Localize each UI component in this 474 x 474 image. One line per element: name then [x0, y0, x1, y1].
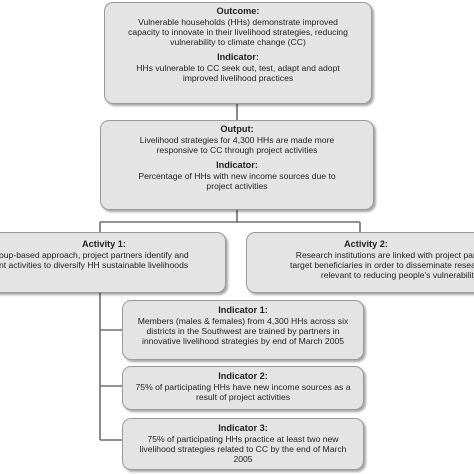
activity1-title: Activity 1: — [82, 239, 126, 249]
output-indicator-text: Percentage of HHs with new income source… — [138, 171, 336, 192]
indicator1-box: Indicator 1: Members (males & females) f… — [122, 300, 364, 360]
indicator3-text: 75% of participating HHs practice at lea… — [139, 433, 347, 465]
outcome-title: Outcome: — [216, 6, 260, 16]
activity2-text: Research institutions are linked with pr… — [290, 249, 474, 281]
output-indicator-title: Indicator: — [216, 160, 258, 171]
indicator1-title: Indicator 1: — [218, 305, 268, 315]
indicator2-box: Indicator 2: 75% of participating HHs ha… — [122, 366, 364, 410]
activity2-box: Activity 2: Research institutions are li… — [246, 232, 474, 293]
indicator2-text: 75% of participating HHs have new income… — [135, 381, 351, 402]
output-title: Output: — [220, 124, 254, 134]
indicator1-text: Members (males & females) from 4,300 HHs… — [137, 315, 349, 347]
activity2-title: Activity 2: — [344, 239, 388, 249]
outcome-indicator-text: HHs vulnerable to CC seek out, test, ada… — [136, 63, 340, 84]
outcome-text: Vulnerable households (HHs) demonstrate … — [128, 16, 348, 48]
activity1-text: oup-based approach, project partners ide… — [0, 249, 189, 270]
indicator3-box: Indicator 3: 75% of participating HHs pr… — [122, 418, 364, 470]
output-box: Output: Livelihood strategies for 4,300 … — [100, 120, 374, 210]
indicator3-title: Indicator 3: — [218, 423, 268, 433]
outcome-box: Outcome: Vulnerable households (HHs) dem… — [104, 2, 372, 104]
indicator2-title: Indicator 2: — [218, 371, 268, 381]
output-text: Livelihood strategies for 4,300 HHs are … — [139, 134, 335, 155]
outcome-indicator-title: Indicator: — [217, 52, 259, 63]
activity1-box: Activity 1: oup-based approach, project … — [0, 232, 226, 293]
